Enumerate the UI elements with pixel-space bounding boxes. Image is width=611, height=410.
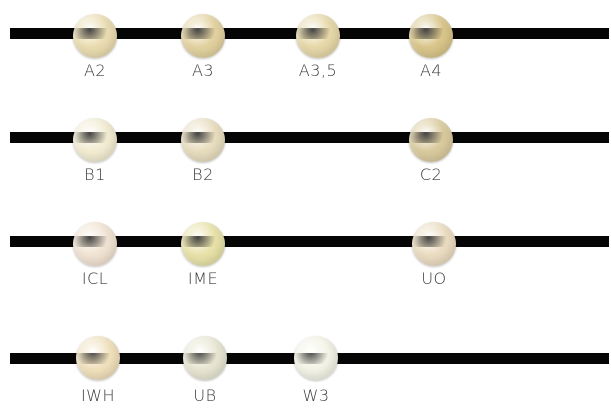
shade-row-4: IWH UB W3 <box>0 336 611 405</box>
shade-swatch-a2 <box>73 14 117 58</box>
shade-swatch-a4 <box>409 14 453 58</box>
shade-label-c2: C2 <box>419 165 443 184</box>
shade-swatch-iwh <box>76 336 120 380</box>
shade-swatch-icl <box>73 222 117 266</box>
shade-label-b2: B2 <box>192 165 214 184</box>
shade-label-w3: W3 <box>302 386 330 405</box>
shade-bar <box>10 236 609 247</box>
shade-row-1: A2 A3 A3,5 A4 <box>0 14 611 80</box>
shade-label-iwh: IWH <box>80 386 116 405</box>
shade-swatch-w3 <box>294 336 338 380</box>
shade-swatch-ime <box>181 222 225 266</box>
shade-row-2: B1 B2 C2 <box>0 118 611 184</box>
shade-swatch-uo <box>412 222 456 266</box>
shade-label-a3: A3 <box>191 61 215 80</box>
shade-swatch-b2 <box>181 118 225 162</box>
shade-label-ub: UB <box>193 386 217 405</box>
shade-bar <box>10 132 609 143</box>
shade-swatch-c2 <box>409 118 453 162</box>
shade-swatch-a3-5 <box>296 14 340 58</box>
shade-row-3: ICL IME UO <box>0 222 611 288</box>
shade-swatch-b1 <box>73 118 117 162</box>
shade-label-ime: IME <box>187 269 219 288</box>
shade-label-a3-5: A3,5 <box>298 61 338 80</box>
shade-swatch-a3 <box>181 14 225 58</box>
shade-swatch-ub <box>183 336 227 380</box>
shade-label-a2: A2 <box>83 61 107 80</box>
shade-label-a4: A4 <box>419 61 443 80</box>
shade-label-b1: B1 <box>84 165 106 184</box>
shade-label-icl: ICL <box>81 269 109 288</box>
shade-label-uo: UO <box>421 269 447 288</box>
